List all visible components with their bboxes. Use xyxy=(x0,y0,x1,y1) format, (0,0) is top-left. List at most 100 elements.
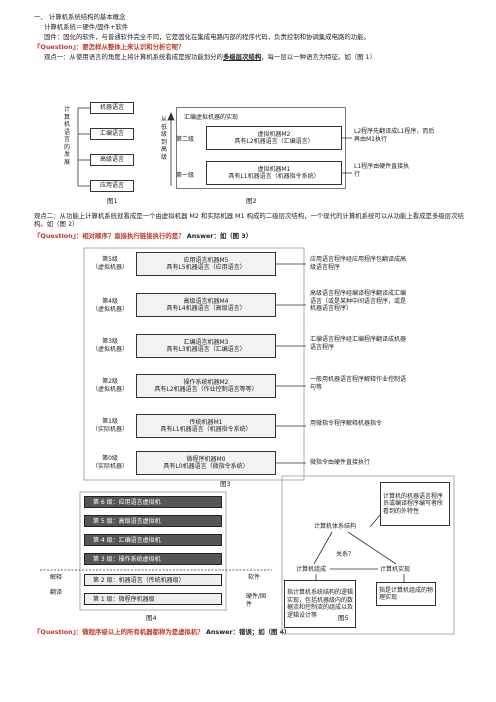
fig2-machine-m1: 虚拟机器M1 具有L1机器语言（机器指令系统） xyxy=(206,161,342,185)
fig4-right-bottom: 硬件/固件 xyxy=(246,593,267,608)
fig3-l1-line1: 传统机器M1 xyxy=(189,418,223,426)
fig3-l0-type: （实际机器） xyxy=(91,462,128,470)
fig5-arch-to-impl xyxy=(347,531,397,565)
fig4-connectors xyxy=(40,491,272,611)
viewpoint-1: 观点一：从使用语言的角度上将计算机系统看成是按功能划分的多级层次结构，每一层以一… xyxy=(44,53,376,61)
fig4-level-5: 第 5 级：高级语言虚拟机 xyxy=(84,515,222,527)
fig3-l3-name: 第3级 xyxy=(102,338,118,345)
fig4-left-bottom: 翻译 xyxy=(50,589,63,596)
fig3-level-2-note: 一般用机器语言程序解释作业控制语句等 xyxy=(310,376,407,391)
question-2: 『Question』：相对顺序？直接执行链接执行的是？ Answer：如（图 3… xyxy=(34,232,252,240)
fig3-l5-line2: 具有L5机器语言（应用语言） xyxy=(166,264,246,271)
fig4-right-top: 软件 xyxy=(248,574,261,581)
viewpoint-1-pre: 观点一：从使用语言的角度上将计算机系统看成是按功能划分的 xyxy=(44,53,223,61)
fig2-side-text: 从低级到高级 xyxy=(161,116,168,161)
fig2-machine-m2: 虚拟机器M2 具有L2机器语言（汇编语言） xyxy=(206,126,342,150)
fig5-implementation-note: 指是计算机组成的物理实现 xyxy=(376,582,436,606)
fig1-caption: 图1 xyxy=(107,197,118,205)
fig3-l2-line2: 具有L2机器语言（作业控制语言等等） xyxy=(154,386,258,393)
question-3: 『Question』：微程序级以上的所有机器都称为是虚拟机？ Answer：错误… xyxy=(34,628,290,636)
fig5-implementation: 计算机实现 xyxy=(380,566,411,573)
fig4-caption: 图4 xyxy=(146,614,157,622)
fig3-connectors xyxy=(83,247,306,481)
fig3-l2-line1: 操作系统机器M2 xyxy=(183,378,229,386)
fig3-level-4-name: 第4级（虚拟机器） xyxy=(88,298,132,313)
fig1-box-machine: 机器语言 xyxy=(90,102,134,114)
fig2-top-title: 汇编虚拟机器的实现 xyxy=(184,114,239,121)
fig2-caption: 图2 xyxy=(246,197,257,205)
fig3-level-1-note: 用微指令程序解释机器指令 xyxy=(310,420,383,427)
fig4-left-top: 解释 xyxy=(50,574,63,581)
fig5-organization-note: 指计算机系统结构的逻辑实现，包括机器级内的数据流和控制流的组成以及逻辑设计等 xyxy=(284,580,356,628)
fig3-l0-line1: 微程序机器M0 xyxy=(186,455,226,463)
fig3-level-4-note: 高级语言程序经编译程序翻译成汇编语言（或是某种中间语言程序，或是机器语言程序） xyxy=(310,290,407,312)
fig3-l5-type: （虚拟机器） xyxy=(91,263,128,271)
fig4-level-6: 第 6 级：应用语言虚拟机 xyxy=(84,496,222,508)
fig2-frame xyxy=(176,107,346,189)
fig3-l4-name: 第4级 xyxy=(102,298,118,305)
fig4-outer-frame xyxy=(79,491,227,611)
fig5-outer-frame xyxy=(281,475,455,635)
question-2-answer: Answer：如（图 3） xyxy=(186,232,253,240)
question-3-answer: Answer：错误；如（图 4） xyxy=(205,628,291,636)
fig2-connectors xyxy=(167,111,352,186)
fig2-note-1: L1程序由硬件直接执行 xyxy=(354,163,410,178)
fig2-level-2: 第二级 xyxy=(176,136,195,143)
fig3-l5-line1: 应用语言机器M5 xyxy=(183,256,229,264)
fig5-organization: 计算机组成 xyxy=(296,566,327,573)
fig2-m1-line2: 具有L1机器语言（机器指令系统） xyxy=(228,173,320,180)
fig5-relation: 关系？ xyxy=(336,551,355,558)
fig3-l3-type: （虚拟机器） xyxy=(91,345,128,353)
fig5-architecture: 计算机体系结构 xyxy=(314,523,357,530)
fig3-l4-line1: 高级语言机器M4 xyxy=(183,297,229,305)
fig2-m2-line1: 虚拟机器M2 xyxy=(257,130,291,138)
fig3-level-0-note: 微指令由硬件直接执行 xyxy=(310,459,371,466)
fig2-level-1: 第一级 xyxy=(176,172,195,179)
viewpoint-2: 观点二：从功能上计算机系统就看成是一个由虚拟机器 M2 和实际机器 M1 构成的… xyxy=(34,212,464,228)
fig3-l1-name: 第1级 xyxy=(102,418,118,425)
fig1-box-high: 高级语言 xyxy=(90,154,134,166)
section-heading: 一、 计算机系统结构的基本概念 xyxy=(34,13,126,21)
fig3-l3-line1: 汇编语言机器M3 xyxy=(183,338,229,346)
question-2-label: 『Question』：相对顺序？直接执行链接执行的是？ xyxy=(34,232,185,240)
fig4-level-3: 第 3 级：操作系统虚拟机 xyxy=(84,553,222,565)
fig3-level-3-name: 第3级（虚拟机器） xyxy=(88,338,132,353)
fig3-l0-line2: 具有L0机器语言（微指令系统） xyxy=(163,463,249,470)
fig4-level-1: 第 1 级：微程序机器级 xyxy=(84,593,222,605)
fig5-caption: 图5 xyxy=(338,614,349,622)
fig3-level-1-name: 第1级（实际机器） xyxy=(88,418,132,433)
system-definition: 计算机系统＝硬件/固件+软件 xyxy=(44,23,129,31)
fig5-arch-to-org xyxy=(313,531,333,565)
fig3-l2-type: （虚拟机器） xyxy=(91,385,128,393)
fig3-l4-type: （虚拟机器） xyxy=(91,305,128,313)
question-3-label: 『Question』：微程序级以上的所有机器都称为是虚拟机？ xyxy=(34,628,204,636)
fig3-level-3-note: 汇编语言程序经汇编程序翻译成机器语言程序 xyxy=(310,336,407,351)
question-1: 『Question』：要怎样从整体上来认识和分析它呢？ xyxy=(34,43,185,51)
fig5-arch-to-note xyxy=(369,514,381,528)
firmware-definition: 固件：固化的软件，与普通软件完全不同，它是固化在集成电路内部的程序代码，负责控制… xyxy=(44,33,370,41)
fig3-l2-name: 第2级 xyxy=(102,378,118,385)
fig2-up-arrowhead xyxy=(167,111,175,121)
fig1-box-app: 应用语言 xyxy=(90,180,134,192)
viewpoint-1-emphasis: 多级层次结构 xyxy=(222,53,262,61)
fig3-l3-line2: 具有L3机器语言（汇编语言） xyxy=(166,346,246,353)
fig1-side-text: 计算机语言的发展 xyxy=(64,106,71,166)
fig2-m2-line2: 具有L2机器语言（汇编语言） xyxy=(234,138,314,145)
fig3-l4-line2: 具有L4机器语言（高级语言） xyxy=(166,305,246,312)
fig3-level-2-name: 第2级（虚拟机器） xyxy=(88,378,132,393)
fig1-connectors xyxy=(77,107,90,187)
fig3-caption: 图3 xyxy=(220,480,231,488)
fig3-outer-frame xyxy=(83,247,305,481)
fig1-box-assembly: 汇编语言 xyxy=(90,128,134,140)
viewpoint-1-post: ，每一层以一种语言为特征。如（图 1） xyxy=(261,53,377,61)
fig3-l5-name: 第5级 xyxy=(102,256,118,263)
fig3-level-5-note: 应用语言程序经应用程序包翻译成高级语言程序 xyxy=(310,256,407,271)
fig3-l1-line2: 具有L1机器语言（机器指令系统） xyxy=(160,426,252,433)
fig4-level-2: 第 2 级：机器语言（传统机器级） xyxy=(84,574,222,586)
